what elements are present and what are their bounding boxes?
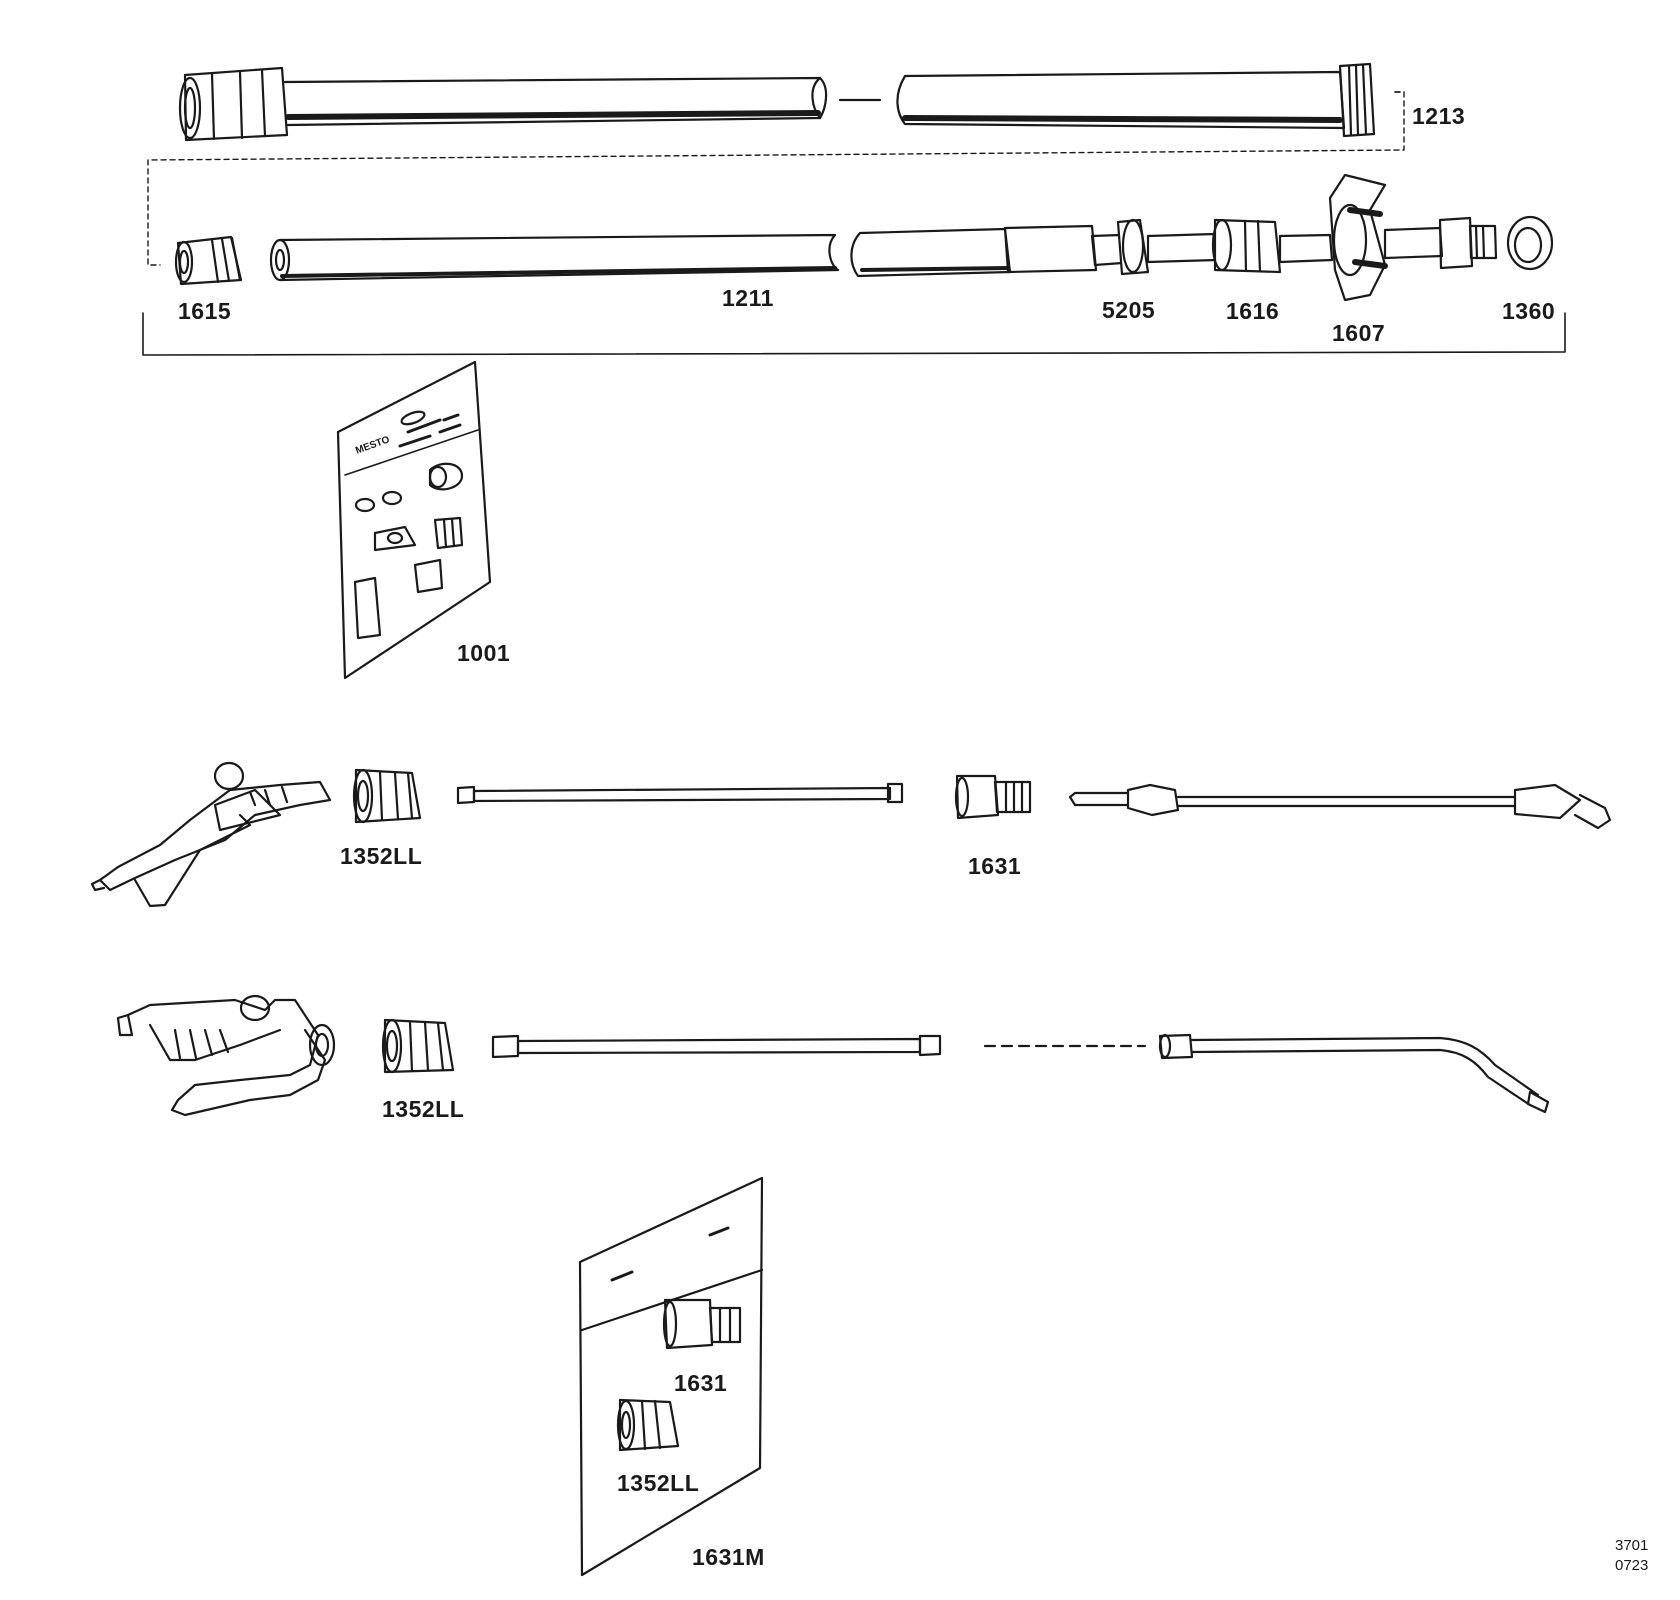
drawing-code-line1: 3701 (1615, 1537, 1649, 1554)
label-part-1631-row3: 1631 (968, 853, 1022, 879)
label-part-1607: 1607 (1332, 320, 1386, 346)
label-part-1352ll-row4: 1352LL (382, 1096, 465, 1122)
lance-assembly-drawing (142, 173, 1566, 356)
row3-drawing (90, 761, 1612, 908)
row4-drawing (116, 994, 1550, 1117)
package-1001-drawing (336, 360, 492, 680)
tube-1213-drawing (147, 62, 1405, 266)
label-part-1213: 1213 (1412, 103, 1466, 129)
label-part-1631-package: 1631 (674, 1370, 728, 1396)
label-part-1631m: 1631M (692, 1544, 765, 1570)
label-part-1360: 1360 (1502, 298, 1556, 324)
label-part-1001: 1001 (457, 640, 511, 666)
label-part-1615: 1615 (178, 298, 232, 324)
label-part-1211: 1211 (722, 285, 774, 311)
label-part-1352ll-package: 1352LL (617, 1470, 700, 1496)
package-1631m-drawing (578, 1176, 764, 1577)
drawing-code-line2: 0723 (1615, 1557, 1649, 1574)
label-part-5205: 5205 (1102, 297, 1156, 323)
label-part-1352ll-row3: 1352LL (340, 843, 423, 869)
label-part-1616: 1616 (1226, 298, 1280, 324)
